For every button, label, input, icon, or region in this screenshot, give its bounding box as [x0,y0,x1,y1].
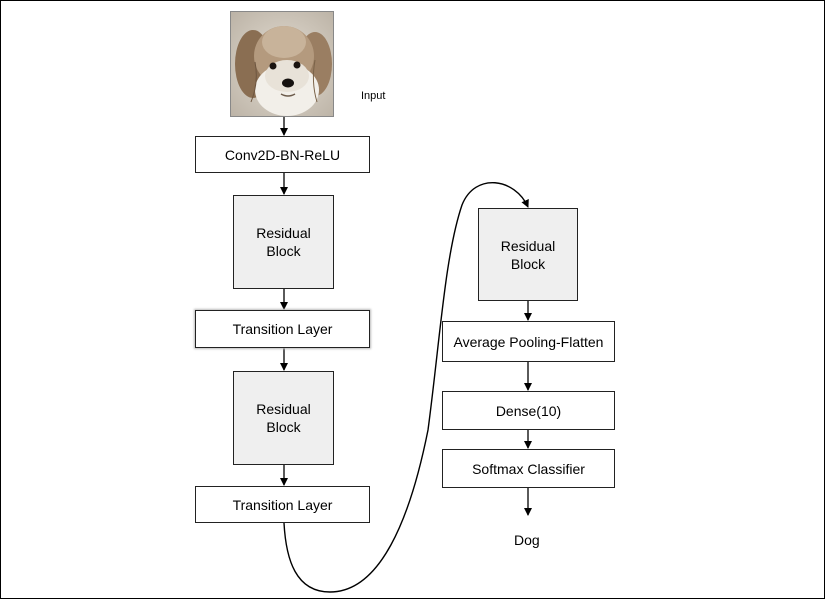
conv-bn-relu-block: Conv2D-BN-ReLU [195,136,370,173]
transition-layer-1: Transition Layer [195,310,370,348]
average-pooling-flatten-block: Average Pooling-Flatten [442,321,615,362]
output-label: Dog [514,532,540,548]
residual-block-1: Residual Block [233,195,334,289]
transition-layer-2: Transition Layer [195,486,370,523]
input-label: Input [361,90,386,102]
residual-block-3: Residual Block [478,208,578,301]
residual-block-2: Residual Block [233,371,334,465]
dense-block: Dense(10) [442,391,615,430]
input-dog-image [230,11,334,117]
curve-transition-2-to-residual-3 [283,181,529,593]
softmax-classifier-block: Softmax Classifier [442,449,615,488]
